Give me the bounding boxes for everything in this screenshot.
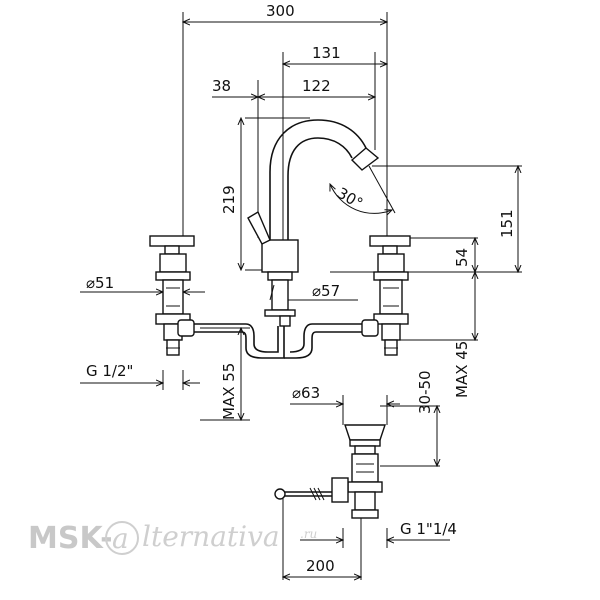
spout [269, 119, 396, 240]
right-handle [369, 235, 411, 356]
dim-219: 219 [220, 185, 238, 214]
dim-151: 151 [498, 209, 516, 238]
dim-30-degrees: 30° [334, 184, 366, 213]
dim-max-45: MAX 45 [453, 341, 471, 398]
watermark-prefix: MSK- [28, 521, 113, 556]
dim-thread-g114: G 1"1/4 [400, 520, 457, 538]
dim-30-50: 30-50 [416, 370, 434, 414]
dim-200: 200 [306, 557, 335, 575]
connecting-hoses [177, 319, 379, 359]
left-handle [149, 235, 195, 356]
watermark-tld: .ru [300, 527, 317, 541]
watermark-suffix: lternativa [142, 520, 280, 553]
dim-max-55: MAX 55 [220, 363, 238, 420]
watermark-at: a [112, 522, 129, 555]
watermark-ring [105, 521, 139, 555]
dimension-labels: 300 131 38 122 219 30° 151 54 ⌀51 ⌀57 MA… [86, 2, 516, 575]
dim-54: 54 [453, 248, 471, 267]
dim-dia-51: ⌀51 [86, 274, 114, 292]
dim-300: 300 [266, 2, 295, 20]
dim-dia-63: ⌀63 [292, 384, 320, 402]
dim-thread-g12: G 1/2" [86, 362, 133, 380]
dim-dia-57: ⌀57 [312, 282, 340, 300]
dim-122: 122 [302, 77, 331, 95]
dimension-lines [80, 22, 518, 577]
dim-131: 131 [312, 44, 341, 62]
watermark-logo: MSK- a lternativa .ru [28, 520, 317, 556]
pop-up-drain [274, 424, 386, 519]
spout-body [247, 210, 299, 327]
dim-38: 38 [212, 77, 231, 95]
